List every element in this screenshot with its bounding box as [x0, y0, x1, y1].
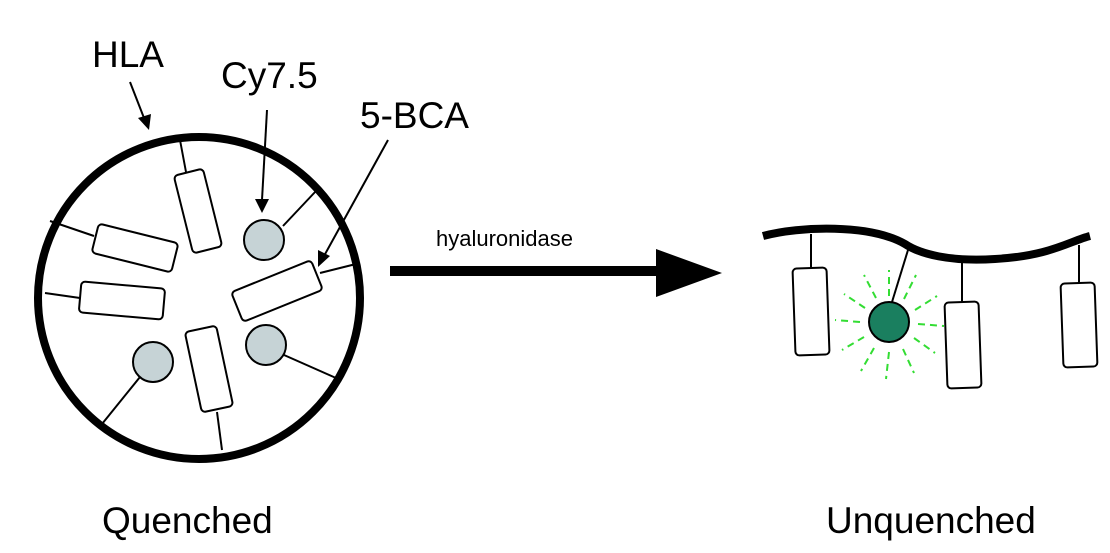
bca-arrowhead — [318, 250, 330, 267]
tether-line — [282, 190, 317, 227]
bca-quencher — [1059, 281, 1099, 369]
tether-line — [49, 220, 95, 237]
cy75-dye — [132, 341, 174, 383]
tether-line — [283, 354, 337, 379]
tether-line — [319, 263, 357, 274]
enzyme-label: hyaluronidase — [436, 226, 573, 251]
hla-backbone — [761, 224, 1092, 264]
quenched-label: Quenched — [102, 500, 273, 541]
reaction-arrowhead — [656, 249, 722, 297]
cy75-label: Cy7.5 — [221, 55, 318, 96]
bca-label: 5-BCA — [360, 95, 469, 136]
tether-line — [891, 249, 909, 303]
quenched-nanoparticle: HLA Cy7.5 5-BCA Quenched — [34, 34, 469, 541]
bca-quencher — [231, 260, 323, 322]
bca-quencher — [91, 223, 179, 273]
bca-quencher — [184, 325, 234, 413]
hla-label: HLA — [92, 34, 164, 75]
cy75-dye-unquenched — [868, 301, 910, 343]
cy75-dye — [245, 324, 287, 366]
hla-shell — [34, 133, 364, 463]
fluorescence-rays — [834, 270, 945, 380]
tether-line — [179, 139, 187, 173]
bca-quencher — [791, 266, 831, 357]
tether-line — [44, 292, 81, 299]
hla-pointer — [129, 81, 145, 119]
cy75-dye — [243, 219, 285, 261]
unquenched-label: Unquenched — [826, 500, 1036, 541]
cy75-pointer — [261, 109, 268, 201]
cy75-arrowhead — [255, 199, 269, 213]
tether-line — [216, 411, 223, 451]
hla-arrowhead — [138, 114, 151, 130]
unquenched-chain: Unquenched — [761, 224, 1099, 541]
bca-pointer — [323, 139, 389, 257]
bca-quencher — [173, 168, 223, 254]
reaction-arrow: hyaluronidase — [390, 226, 722, 297]
tether-line — [101, 376, 141, 425]
bca-quencher — [78, 280, 166, 321]
bca-quencher — [943, 300, 983, 390]
